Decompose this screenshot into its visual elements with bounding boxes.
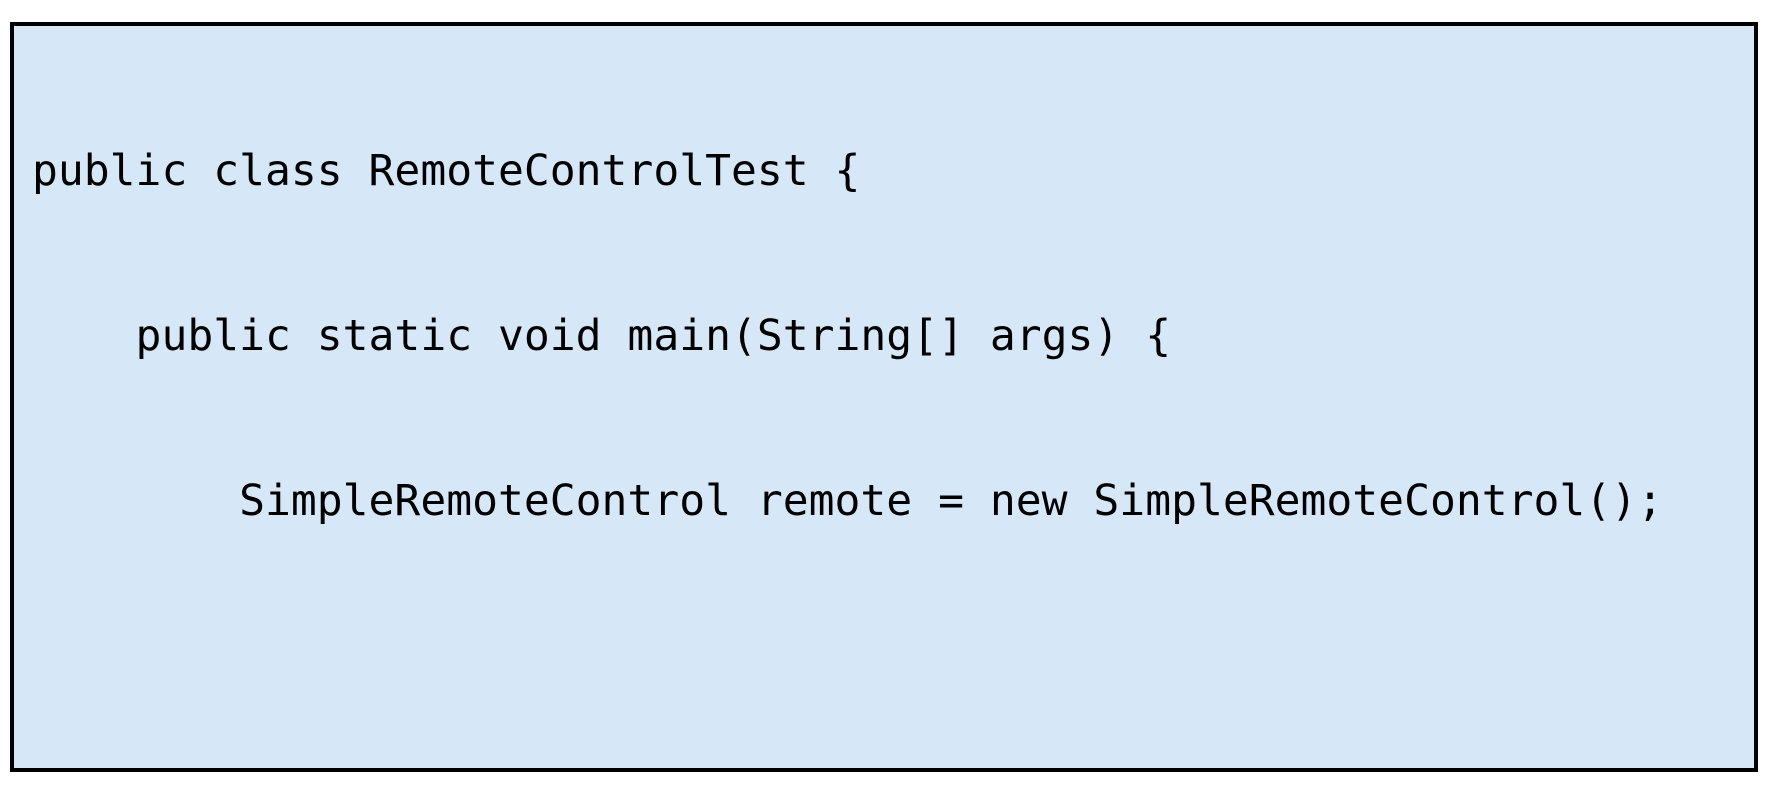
code-line: public static void main(String[] args) { [32,311,1172,361]
code-line [32,639,1744,694]
code-line: SimpleRemoteControl remote = new SimpleR… [32,476,1663,526]
code-line: public class RemoteControlTest { [32,146,861,196]
code-block: public class RemoteControlTest { public … [14,26,1754,796]
code-figure: public class RemoteControlTest { public … [10,22,1758,772]
